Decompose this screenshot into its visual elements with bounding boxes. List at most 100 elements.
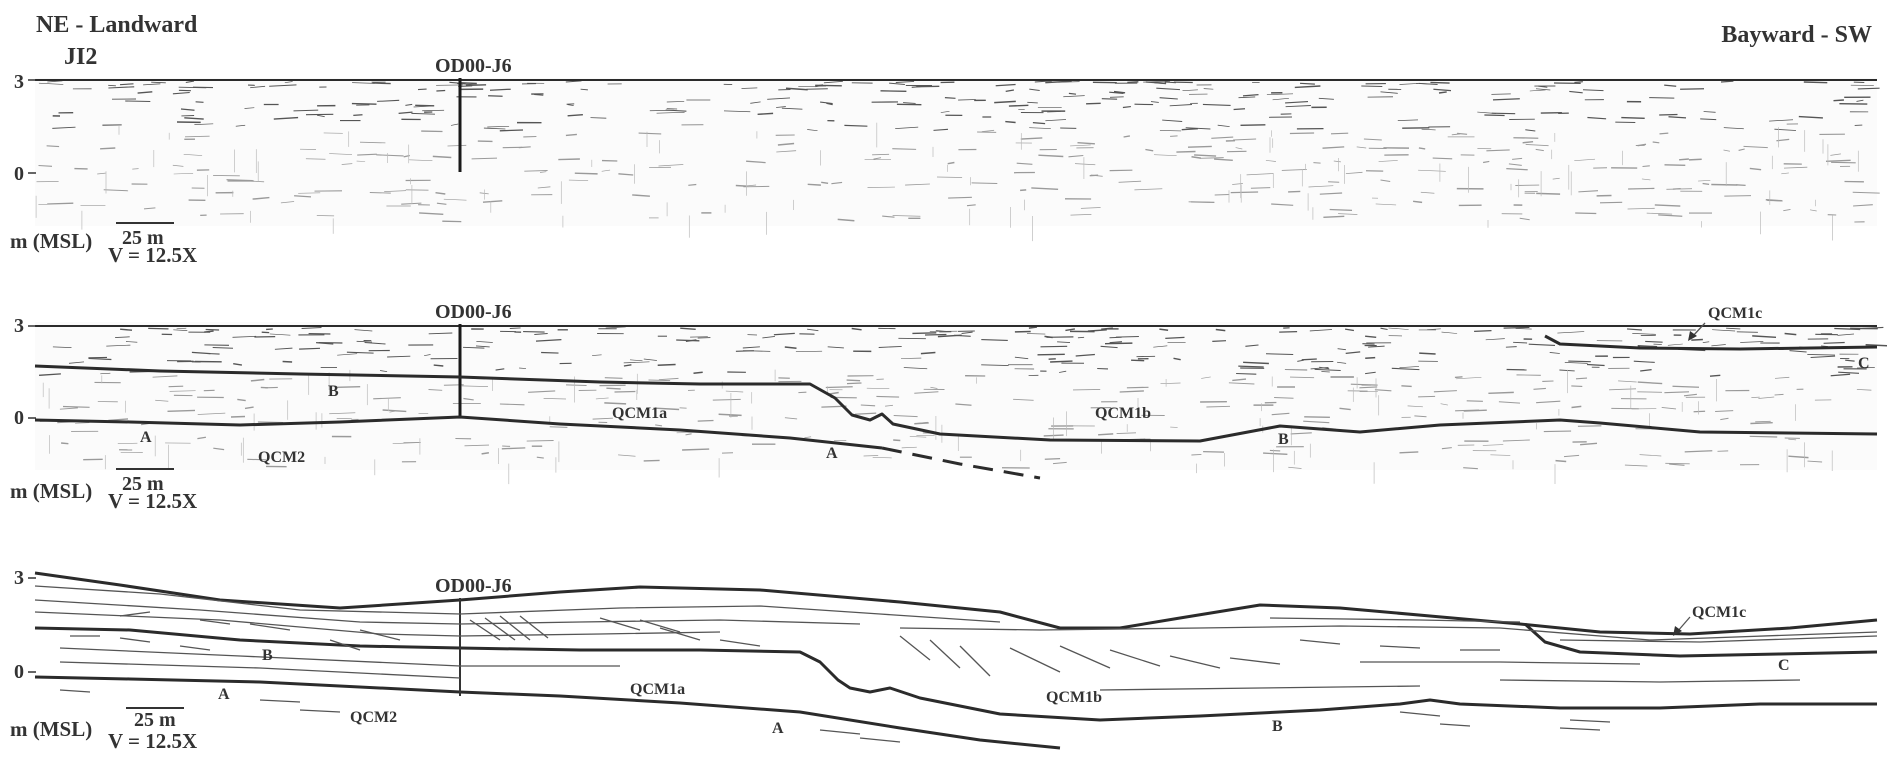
top-reflection-streak: [1703, 184, 1710, 185]
middle-reflection-streak: [510, 328, 521, 329]
top-reflection-streak: [1660, 133, 1669, 134]
top-reflection-streak: [1127, 82, 1138, 83]
middle-reflection-streak: [541, 353, 558, 354]
top-reflection-streak: [558, 159, 580, 160]
top-reflection-streak: [806, 89, 827, 90]
top-reflection-streak: [1086, 103, 1101, 104]
middle-label-b: B: [328, 383, 339, 400]
bottom-tick-0: 0: [14, 661, 24, 683]
middle-reflection-streak: [1073, 389, 1100, 390]
top-reflection-streak: [418, 89, 427, 90]
middle-reflection-streak: [206, 330, 219, 331]
top-reflection-streak: [151, 82, 166, 83]
middle-reflection-streak: [1131, 360, 1144, 361]
top-reflection-streak: [47, 203, 73, 204]
middle-reflection-streak: [1568, 361, 1591, 362]
top-reflection-streak: [948, 197, 972, 198]
bottom-short-reflector: [60, 690, 90, 692]
top-reflection-streak: [1600, 202, 1622, 203]
middle-reflection-streak: [649, 380, 671, 381]
top-reflection-streak: [1009, 105, 1029, 106]
top-reflection-streak: [1300, 83, 1315, 84]
bottom-reflector-1: [35, 586, 1000, 622]
middle-reflection-streak: [1041, 346, 1068, 347]
bottom-short-reflector: [1230, 658, 1280, 664]
bottom-short-reflector: [1380, 646, 1420, 648]
middle-reflection-streak: [698, 338, 711, 339]
bottom-short-reflector: [260, 700, 300, 702]
middle-label-qcm1a: QCM1a: [612, 405, 667, 422]
middle-reflection-streak: [1544, 431, 1571, 432]
middle-reflection-streak: [1464, 410, 1487, 411]
middle-reflection-streak: [1400, 452, 1419, 453]
middle-reflection-streak: [337, 387, 360, 388]
top-reflection-streak: [185, 136, 210, 137]
middle-reflection-streak: [847, 383, 862, 384]
bottom-short-reflector: [120, 638, 150, 642]
top-reflection-streak: [1621, 118, 1644, 119]
top-record-background: [35, 78, 1877, 226]
top-reflection-streak: [1492, 113, 1516, 114]
top-reflection-streak: [488, 96, 503, 97]
middle-reflection-streak: [231, 417, 245, 418]
middle-reflection-streak: [169, 386, 184, 387]
top-reflection-streak: [422, 110, 444, 111]
middle-reflection-streak: [1418, 396, 1435, 397]
middle-reflection-streak: [1751, 397, 1759, 398]
middle-reflection-streak: [925, 335, 946, 336]
middle-reflection-streak: [63, 407, 90, 408]
top-reflection-streak: [1433, 158, 1453, 159]
bottom-reflector-11: [1500, 680, 1800, 682]
top-reflection-streak: [1575, 213, 1596, 214]
middle-reflection-streak: [713, 399, 741, 400]
middle-reflection-streak: [1578, 426, 1602, 427]
bottom-label-a-lower: A: [772, 720, 784, 737]
panel-top: OD00-J6 3 0 m (MSL) 25 m V = 12.5X: [10, 55, 1880, 267]
middle-tick-3: 3: [14, 315, 24, 337]
panel-middle: OD00-J6 B A QCM2 QCM1a A QCM1b B QCM1c C…: [10, 301, 1887, 513]
top-reflection-streak: [436, 91, 445, 92]
bottom-short-reflector: [930, 640, 960, 668]
middle-label-qcm1c: QCM1c: [1708, 305, 1762, 322]
top-reflection-streak: [1680, 89, 1704, 90]
top-reflection-streak: [945, 98, 956, 99]
middle-reflection-streak: [615, 392, 636, 393]
middle-reflection-streak: [1834, 329, 1860, 330]
middle-reflection-streak: [1105, 343, 1132, 344]
bottom-short-reflector: [1400, 712, 1440, 716]
bottom-label-qcm1b: QCM1b: [1046, 689, 1102, 706]
top-reflection-streak: [736, 186, 746, 187]
middle-reflection-streak: [566, 385, 587, 386]
middle-reflection-streak: [1038, 354, 1065, 355]
top-reflection-streak: [1804, 82, 1828, 83]
middle-core-marker-label: OD00-J6: [435, 301, 512, 323]
bottom-reflector-3: [35, 612, 720, 636]
middle-reflection-streak: [1045, 459, 1060, 460]
top-reflection-streak: [1020, 190, 1026, 191]
top-reflection-streak: [415, 105, 434, 106]
bottom-short-reflector: [180, 646, 210, 650]
top-reflection-streak: [1831, 162, 1856, 163]
top-reflection-streak: [1643, 166, 1650, 167]
middle-reflection-streak: [1571, 386, 1582, 387]
middle-reflection-streak: [1737, 332, 1758, 333]
middle-reflection-streak: [876, 396, 899, 397]
middle-reflection-streak: [676, 340, 699, 341]
middle-reflection-streak: [1824, 343, 1845, 344]
middle-reflection-streak: [434, 365, 444, 366]
top-tick-0: 0: [14, 163, 24, 185]
middle-label-qcm1b: QCM1b: [1095, 405, 1151, 422]
bottom-short-reflector: [660, 628, 700, 640]
top-reflection-streak: [1679, 159, 1689, 160]
top-core-marker-label: OD00-J6: [435, 55, 512, 77]
bottom-label-qcm1c: QCM1c: [1692, 604, 1746, 621]
middle-reflection-streak: [1474, 331, 1491, 332]
top-reflection-streak: [1069, 93, 1076, 94]
top-reflection-streak: [1858, 88, 1880, 89]
middle-reflection-streak: [1455, 377, 1463, 378]
middle-reflection-streak: [120, 329, 132, 330]
middle-reflection-streak: [604, 403, 626, 404]
middle-reflection-streak: [864, 456, 879, 457]
middle-reflection-streak: [1750, 423, 1772, 424]
